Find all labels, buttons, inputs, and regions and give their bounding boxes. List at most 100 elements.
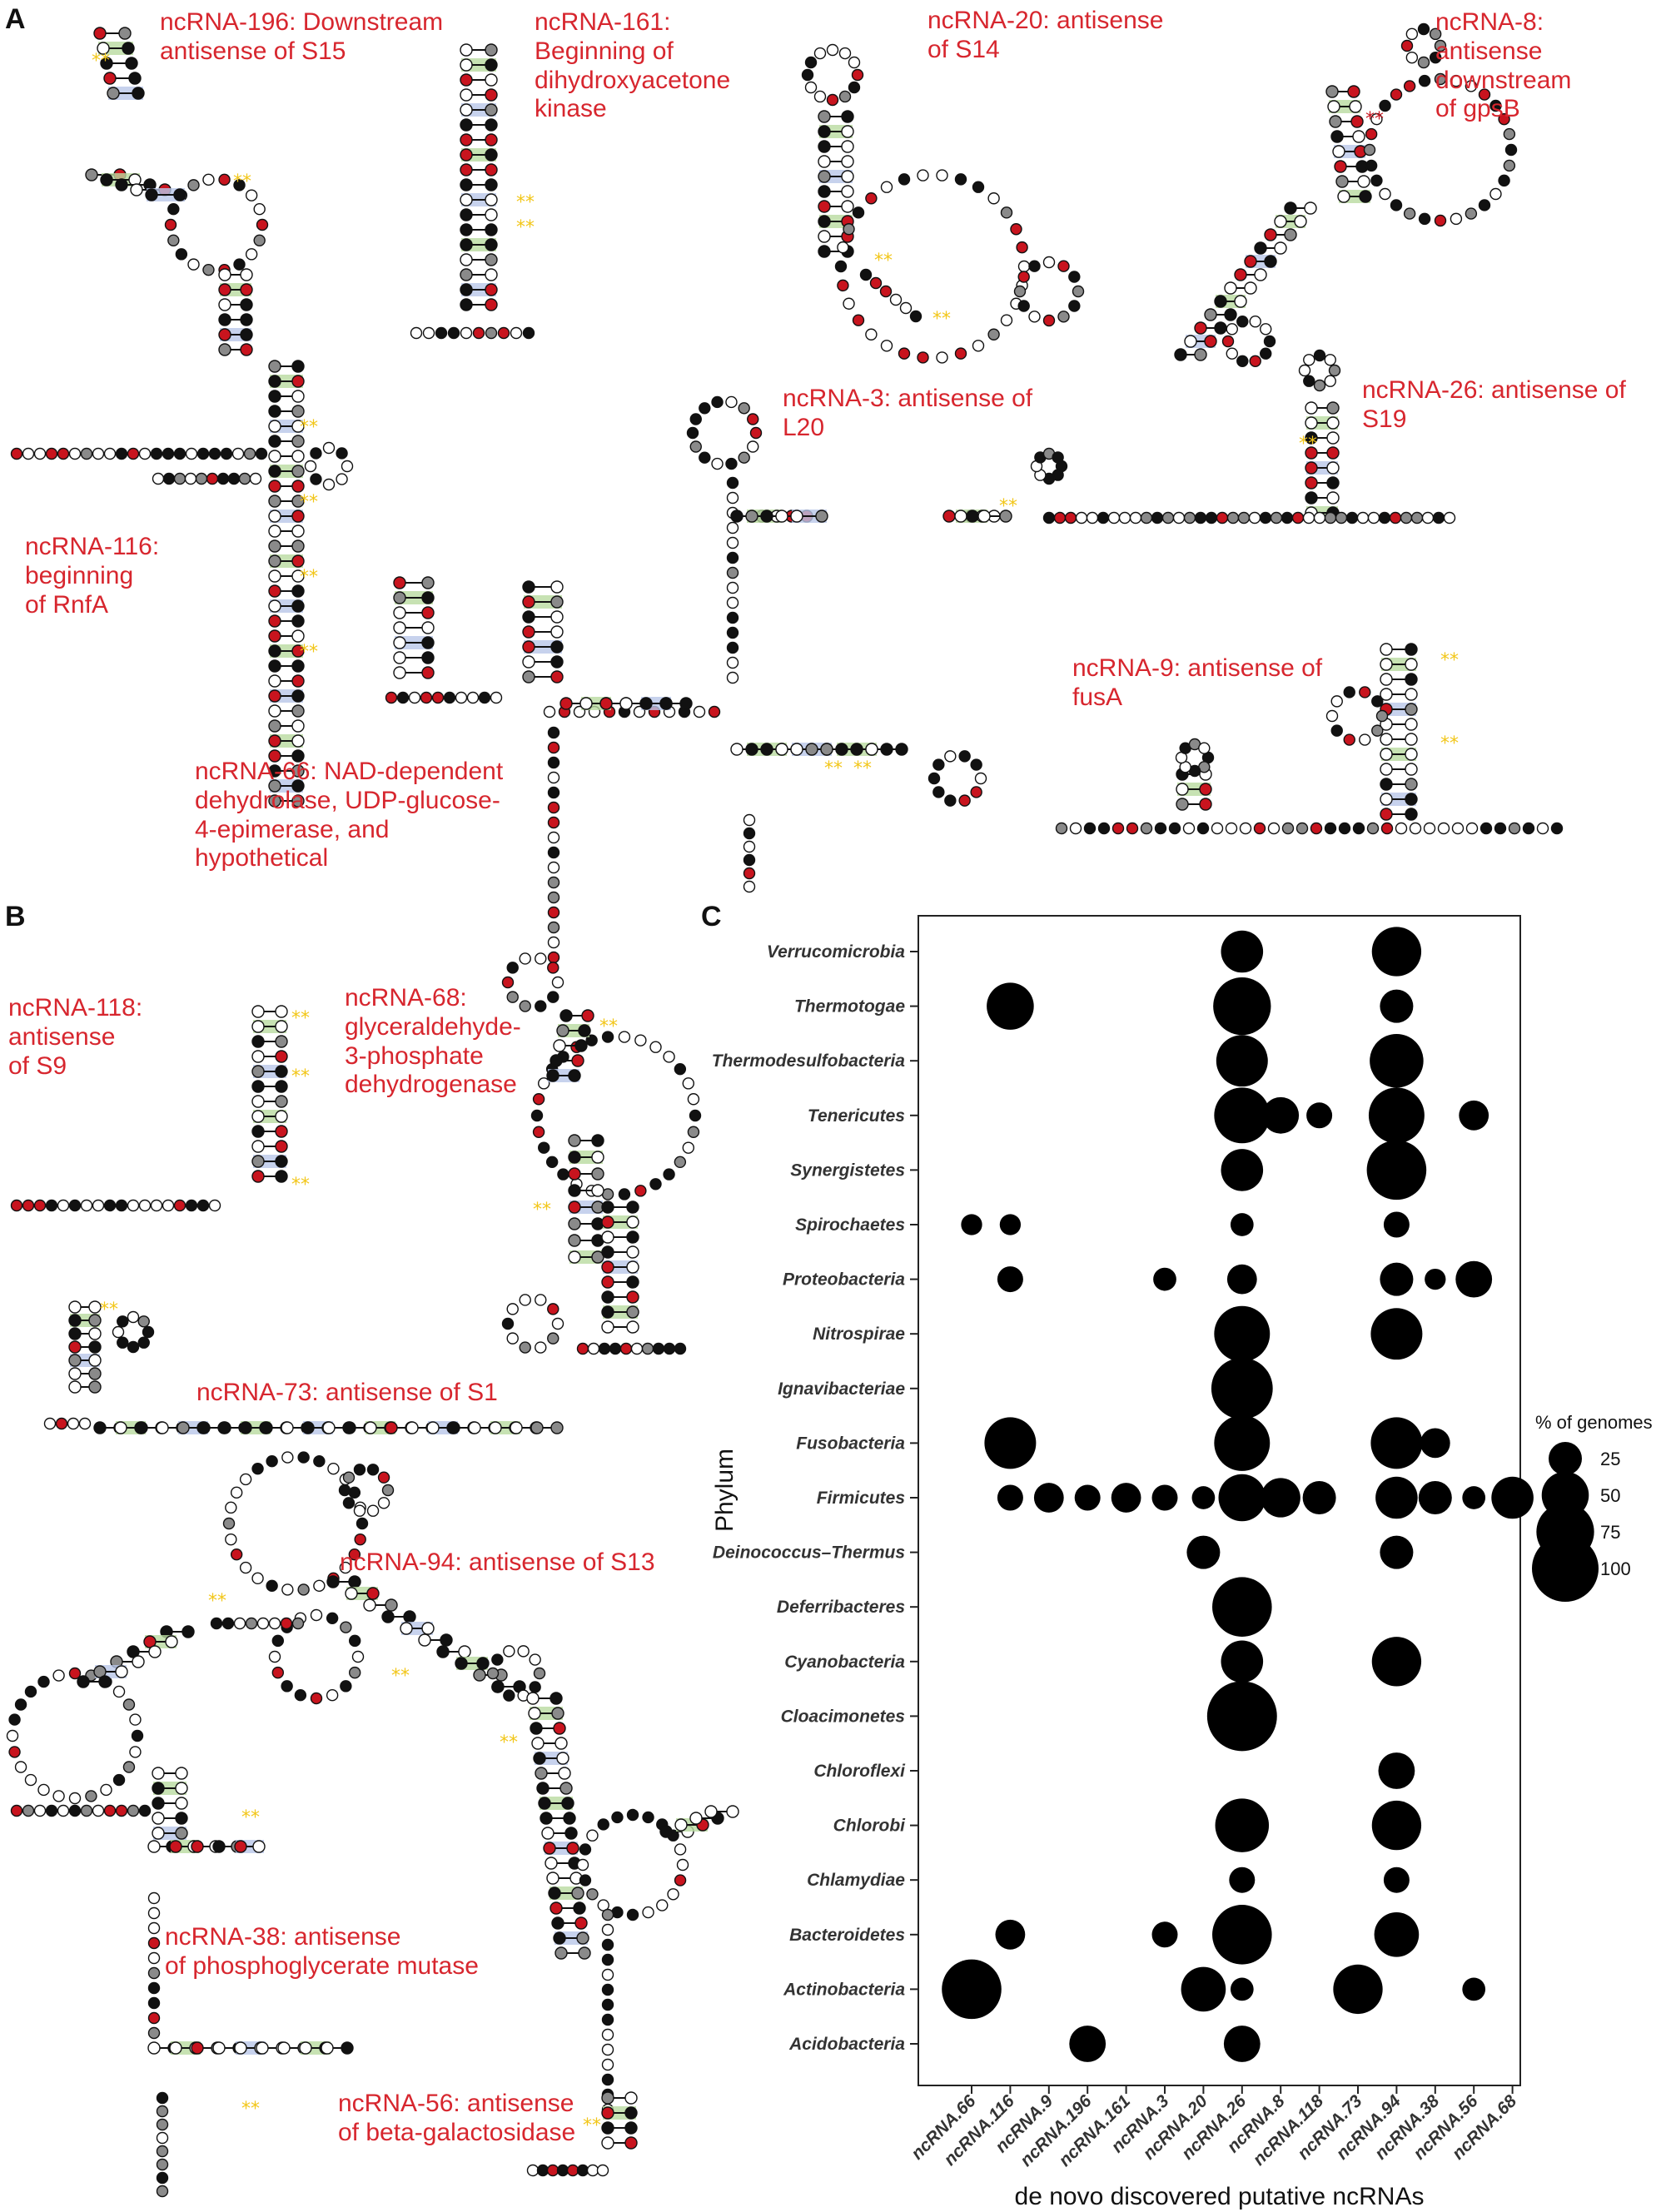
nucleotide [1366, 822, 1380, 835]
nucleotide [127, 1804, 140, 1817]
nucleotide [1522, 822, 1535, 835]
nucleotide [68, 1199, 82, 1212]
nucleotide [576, 1858, 589, 1872]
nucleotide [642, 1811, 654, 1824]
nucleotide [460, 326, 473, 340]
nucleotide [1295, 822, 1309, 835]
bubble-bacteroidetes-ncrna-94 [1374, 1911, 1420, 1957]
nucleotide [972, 181, 985, 193]
bubble-verrucomicrobia-ncrna-26 [1221, 930, 1264, 973]
nucleotide [1443, 511, 1456, 524]
bubble-proteobacteria-ncrna-116 [997, 1266, 1023, 1293]
nucleotide [472, 326, 485, 340]
nucleotide [898, 347, 911, 360]
nucleotide [601, 1031, 614, 1043]
nucleotide [532, 1126, 545, 1138]
bubble-deinococcus-thermus-ncrna-94 [1380, 1535, 1414, 1569]
nucleotide [354, 1533, 366, 1546]
nucleotide [726, 596, 739, 609]
bubble-fusobacteria-ncrna-38 [1420, 1428, 1450, 1459]
nucleotide [150, 447, 163, 460]
conservation-stars: ** [500, 1732, 518, 1753]
bubble-actinobacteria-ncrna-66 [942, 1959, 1002, 2020]
nucleotide [485, 326, 498, 340]
bubble-cyanobacteria-ncrna-26 [1221, 1640, 1264, 1683]
y-tick-label: Chlamydiae [807, 1871, 905, 1890]
nucleotide [478, 691, 491, 704]
nucleotide [196, 1199, 210, 1212]
nucleotide [45, 1804, 58, 1817]
bubble-acidobacteria-ncrna-26 [1223, 2026, 1261, 2062]
nucleotide [519, 1294, 531, 1306]
nucleotide [676, 1858, 689, 1872]
nucleotide [156, 2105, 169, 2118]
nucleotide [162, 1199, 175, 1212]
y-tick-label: Tenericutes [808, 1106, 905, 1126]
nucleotide [147, 2026, 161, 2040]
bubble-firmicutes-ncrna-118 [1302, 1481, 1336, 1514]
nucleotide [738, 402, 750, 415]
nucleotide [280, 1617, 293, 1630]
nucleotide [1236, 316, 1249, 328]
nucleotide [529, 1653, 541, 1666]
nucleotide [150, 1199, 163, 1212]
nucleotide [294, 1688, 307, 1702]
nucleotide [1359, 733, 1371, 746]
nucleotide [1417, 22, 1430, 36]
nucleotide [547, 1303, 559, 1315]
nucleotide [726, 611, 739, 624]
nucleotide [491, 1653, 504, 1666]
nucleotide [1437, 822, 1450, 835]
nucleotide [310, 1692, 323, 1705]
nucleotide [239, 1561, 252, 1574]
conservation-stars: ** [92, 51, 110, 72]
bubble-firmicutes-ncrna-56 [1462, 1486, 1486, 1509]
nucleotide [596, 2164, 609, 2177]
nucleotide [268, 1650, 281, 1663]
nucleotide [837, 279, 849, 292]
nucleotide [519, 1000, 531, 1012]
nucleotide [826, 43, 839, 57]
nucleotide [726, 581, 739, 594]
nucleotide [1465, 80, 1478, 92]
nucleotide [687, 1093, 700, 1106]
nucleotide [917, 351, 929, 364]
nucleotide [848, 81, 861, 94]
nucleotide [57, 447, 70, 460]
nucleotide [899, 301, 913, 315]
nucleotide [954, 347, 967, 360]
nucleotide [45, 1199, 58, 1212]
nucleotide [202, 173, 215, 186]
nucleotide [122, 1761, 136, 1773]
nucleotide [6, 1729, 19, 1742]
nucleotide [24, 1773, 37, 1787]
nucleotide [1055, 822, 1068, 835]
nucleotide [127, 447, 140, 460]
nucleotide [585, 1034, 598, 1046]
nucleotide [137, 1315, 150, 1328]
bubble-firmicutes-ncrna-38 [1418, 1481, 1452, 1514]
nucleotide [233, 258, 246, 271]
nucleotide [954, 173, 967, 186]
nucleotide [663, 1051, 675, 1063]
nucleotide [1330, 695, 1343, 708]
nucleotide [187, 179, 200, 191]
nucleotide [233, 179, 246, 191]
panel-letter-b: B [5, 901, 26, 932]
nucleotide [1418, 74, 1431, 87]
y-tick-label: Thermodesulfobacteria [712, 1051, 906, 1071]
nucleotide [586, 1888, 599, 1901]
nucleotide [1017, 271, 1030, 283]
nucleotide [865, 328, 878, 340]
y-tick-label: Chlorobi [833, 1817, 906, 1836]
nucleotide [1478, 88, 1491, 101]
nucleotide [970, 758, 982, 771]
nucleotide [804, 56, 818, 69]
nucleotide [196, 447, 210, 460]
conservation-stars: ** [516, 192, 535, 213]
nucleotide [725, 457, 738, 470]
nucleotide [1236, 355, 1249, 367]
nucleotide [738, 451, 750, 464]
nucleotide [1352, 822, 1365, 835]
nucleotide [1379, 187, 1391, 201]
